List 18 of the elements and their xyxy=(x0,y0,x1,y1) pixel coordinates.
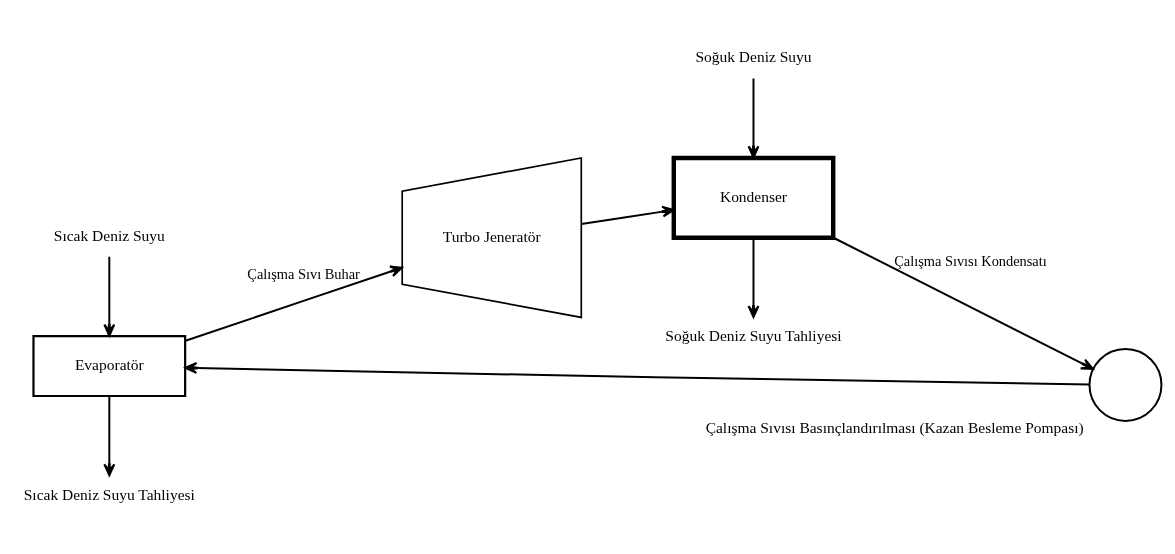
arrow xyxy=(184,265,403,342)
node-box: Evaporatör xyxy=(32,335,187,398)
node-text: Soğuk Deniz Suyu Tahliyesi xyxy=(665,327,842,345)
arrow xyxy=(580,205,675,226)
arrow xyxy=(103,255,116,337)
arrow xyxy=(747,77,760,159)
edge-label: Çalışma Sıvı Buhar xyxy=(247,266,360,283)
node-box: Turbo Jeneratör xyxy=(401,157,583,319)
edge-label: Çalışma Sıvısı Kondensatı xyxy=(894,252,1047,269)
node-label: Çalışma Sıvısı Basınçlandırılması (Kazan Besleme Pompası) xyxy=(705,419,1084,437)
arrow xyxy=(184,362,1091,386)
node-pump xyxy=(1088,347,1163,422)
arrow xyxy=(832,236,1094,370)
node-text: Sıcak Deniz Suyu xyxy=(53,226,165,244)
node-text: Sıcak Deniz Suyu Tahliyesi xyxy=(23,485,195,503)
node-box: Kondenser xyxy=(671,155,836,240)
arrow xyxy=(103,395,116,477)
node-text: Soğuk Deniz Suyu xyxy=(695,48,812,66)
